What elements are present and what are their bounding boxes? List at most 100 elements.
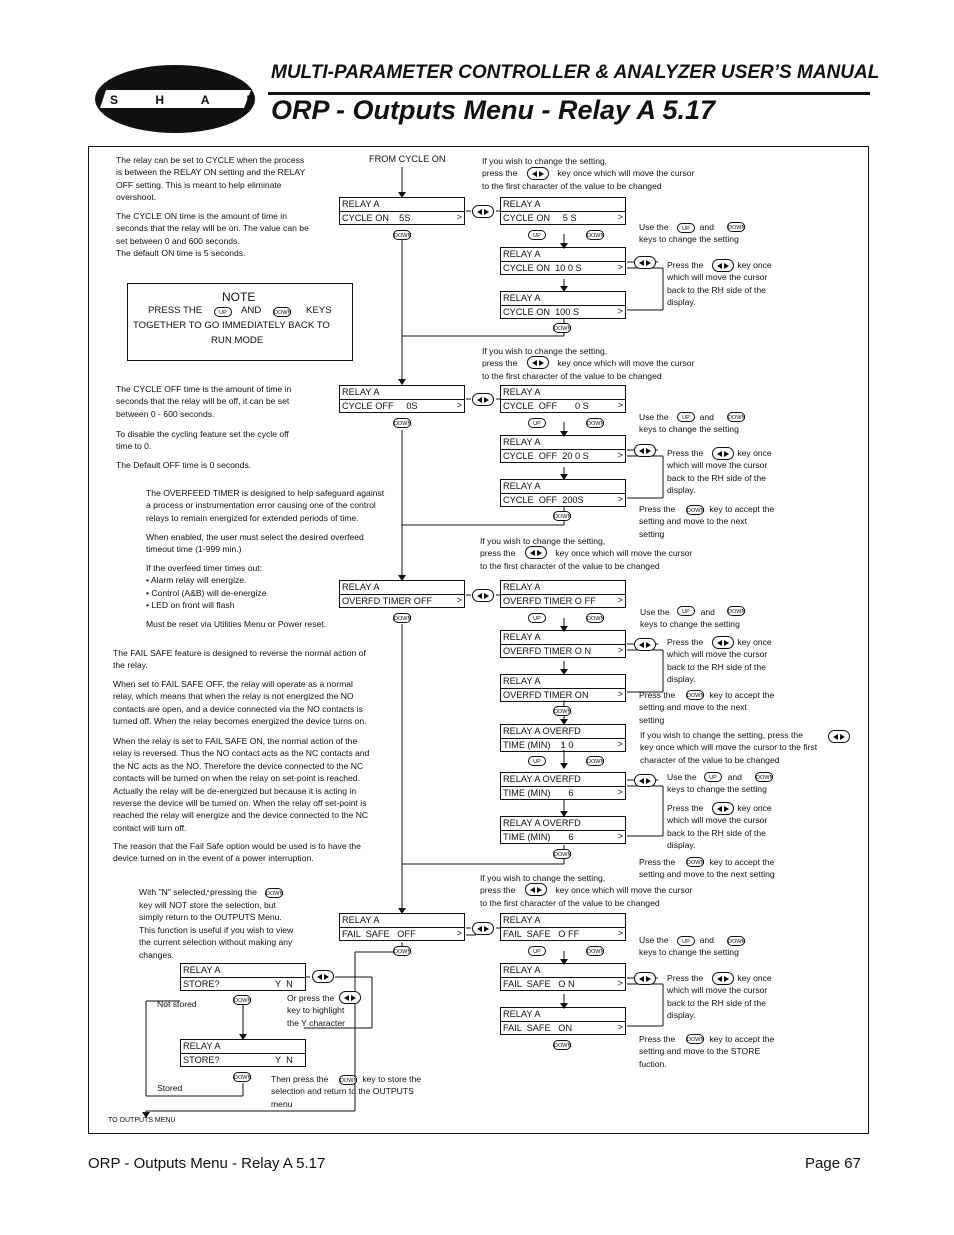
down-key-icon: DOWN bbox=[553, 849, 571, 859]
lcd-store-n: RELAY A STORE?Y N bbox=[180, 963, 306, 991]
left-right-key-icon bbox=[634, 256, 656, 269]
footer-title: ORP - Outputs Menu - Relay A 5.17 bbox=[88, 1155, 326, 1172]
down-key-icon: DOWN bbox=[339, 1075, 357, 1085]
lcd-fail-safe-on: RELAY A FAIL SAFE ON> bbox=[500, 1007, 626, 1035]
lcd-cycle-off-edit: RELAY A CYCLE OFF 0 S> bbox=[500, 385, 626, 413]
up-key-icon: UP bbox=[528, 418, 546, 428]
lcd-store-y: RELAY A STORE?Y N bbox=[180, 1039, 306, 1067]
left-right-key-icon bbox=[712, 972, 734, 985]
down-key-icon: DOWN bbox=[553, 511, 571, 521]
lcd-fail-safe-on-edit: RELAY A FAIL SAFE O N> bbox=[500, 963, 626, 991]
left-right-key-icon bbox=[634, 972, 656, 985]
lcd-overfeed-time-10: RELAY A OVERFD TIME (MIN) 1 0> bbox=[500, 724, 626, 752]
up-key-icon: UP bbox=[677, 412, 695, 422]
down-key-icon: DOWN bbox=[727, 606, 745, 616]
down-key-icon: DOWN bbox=[727, 412, 745, 422]
from-cycle-on: FROM CYCLE ON bbox=[369, 154, 446, 164]
up-key-icon: UP bbox=[704, 772, 722, 782]
left-right-key-icon bbox=[527, 167, 549, 180]
with-n-prefix: With "N" selected, pressing the bbox=[139, 887, 257, 897]
header-rule bbox=[268, 92, 870, 95]
down-key-icon: DOWN bbox=[553, 1040, 571, 1050]
down-key-icon: DOWN bbox=[553, 706, 571, 716]
down-key-icon: DOWN bbox=[686, 690, 704, 700]
left-right-key-icon bbox=[525, 546, 547, 559]
lcd-cycle-on-edit: RELAY A CYCLE ON 5 S> bbox=[500, 197, 626, 225]
left-right-key-icon bbox=[712, 447, 734, 460]
overfeed-text: The OVERFEED TIMER is designed to help s… bbox=[146, 488, 385, 523]
left-right-key-icon bbox=[312, 970, 334, 983]
lcd-fail-safe-off-edit: RELAY A FAIL SAFE O FF> bbox=[500, 913, 626, 941]
up-key-icon: UP bbox=[677, 936, 695, 946]
note-line2: TOGETHER TO GO IMMEDIATELY BACK TO bbox=[133, 320, 330, 331]
manual-subtitle: MULTI-PARAMETER CONTROLLER & ANALYZER US… bbox=[271, 62, 880, 83]
lcd-cycle-off-200-edit: RELAY A CYCLE OFF 20 0 S> bbox=[500, 435, 626, 463]
overfeed-text-3: If the overfeed timer times out:• Alarm … bbox=[146, 563, 267, 611]
lcd-overfeed-off-edit: RELAY A OVERFD TIMER O FF> bbox=[500, 580, 626, 608]
change-instruction: If you wish to change the setting, press… bbox=[482, 346, 695, 381]
left-right-key-icon bbox=[712, 636, 734, 649]
left-right-key-icon bbox=[525, 883, 547, 896]
default-off-text: The Default OFF time is 0 seconds. bbox=[116, 460, 252, 470]
down-key-icon: DOWN bbox=[233, 995, 251, 1005]
up-key-icon: UP bbox=[214, 307, 232, 317]
lcd-overfeed-time-6-edit: RELAY A OVERFD TIME (MIN) 6> bbox=[500, 772, 626, 800]
to-outputs-menu: TO OUTPUTS MENU bbox=[108, 1117, 176, 1124]
lcd-cycle-on: RELAY A CYCLE ON 5S> bbox=[339, 197, 465, 225]
note-box bbox=[127, 283, 353, 361]
up-key-icon: UP bbox=[528, 230, 546, 240]
note-press: PRESS THE bbox=[148, 305, 203, 316]
failsafe-text-2: When set to FAIL SAFE OFF, the relay wil… bbox=[113, 679, 367, 727]
ovf-change-text: If you wish to change the setting, press… bbox=[640, 730, 818, 765]
down-key-icon: DOWN bbox=[393, 613, 411, 623]
down-key-icon: DOWN bbox=[586, 613, 604, 623]
left-right-key-icon bbox=[828, 730, 850, 743]
failsafe-text-1: The FAIL SAFE feature is designed to rev… bbox=[113, 648, 366, 671]
left-right-key-icon bbox=[634, 774, 656, 787]
down-key-icon: DOWN bbox=[265, 888, 283, 898]
stored-label: Stored bbox=[157, 1083, 183, 1093]
left-right-key-icon bbox=[527, 356, 549, 369]
left-right-key-icon bbox=[712, 802, 734, 815]
down-key-icon: DOWN bbox=[586, 230, 604, 240]
note-and: AND bbox=[241, 305, 262, 316]
down-key-icon: DOWN bbox=[686, 1034, 704, 1044]
down-key-icon: DOWN bbox=[233, 1072, 251, 1082]
down-key-icon: DOWN bbox=[586, 756, 604, 766]
down-key-icon: DOWN bbox=[393, 418, 411, 428]
change-instruction: If you wish to change the setting, press… bbox=[480, 536, 693, 571]
down-key-icon: DOWN bbox=[273, 307, 291, 317]
lcd-overfeed-on-edit: RELAY A OVERFD TIMER O N> bbox=[500, 630, 626, 658]
down-key-icon: DOWN bbox=[393, 946, 411, 956]
down-key-icon: DOWN bbox=[727, 936, 745, 946]
cycle-off-text: The CYCLE OFF time is the amount of time… bbox=[116, 384, 292, 419]
left-right-key-icon bbox=[472, 589, 494, 602]
lcd-cycle-off: RELAY A CYCLE OFF 0S> bbox=[339, 385, 465, 413]
down-key-icon: DOWN bbox=[686, 857, 704, 867]
lcd-fail-safe: RELAY A FAIL SAFE OFF> bbox=[339, 913, 465, 941]
lcd-cycle-off-200: RELAY A CYCLE OFF 200S> bbox=[500, 479, 626, 507]
change-instruction: If you wish to change the setting, press… bbox=[482, 156, 695, 191]
not-stored-label: Not stored bbox=[157, 999, 197, 1009]
up-key-icon: UP bbox=[677, 223, 695, 233]
left-right-key-icon bbox=[339, 991, 361, 1004]
overfeed-text-2: When enabled, the user must select the d… bbox=[146, 532, 364, 555]
up-key-icon: UP bbox=[677, 606, 695, 616]
down-key-icon: DOWN bbox=[755, 772, 773, 782]
cycle-on-text: The CYCLE ON time is the amount of time … bbox=[116, 211, 309, 259]
lcd-overfeed-time-6: RELAY A OVERFD TIME (MIN) 6> bbox=[500, 816, 626, 844]
